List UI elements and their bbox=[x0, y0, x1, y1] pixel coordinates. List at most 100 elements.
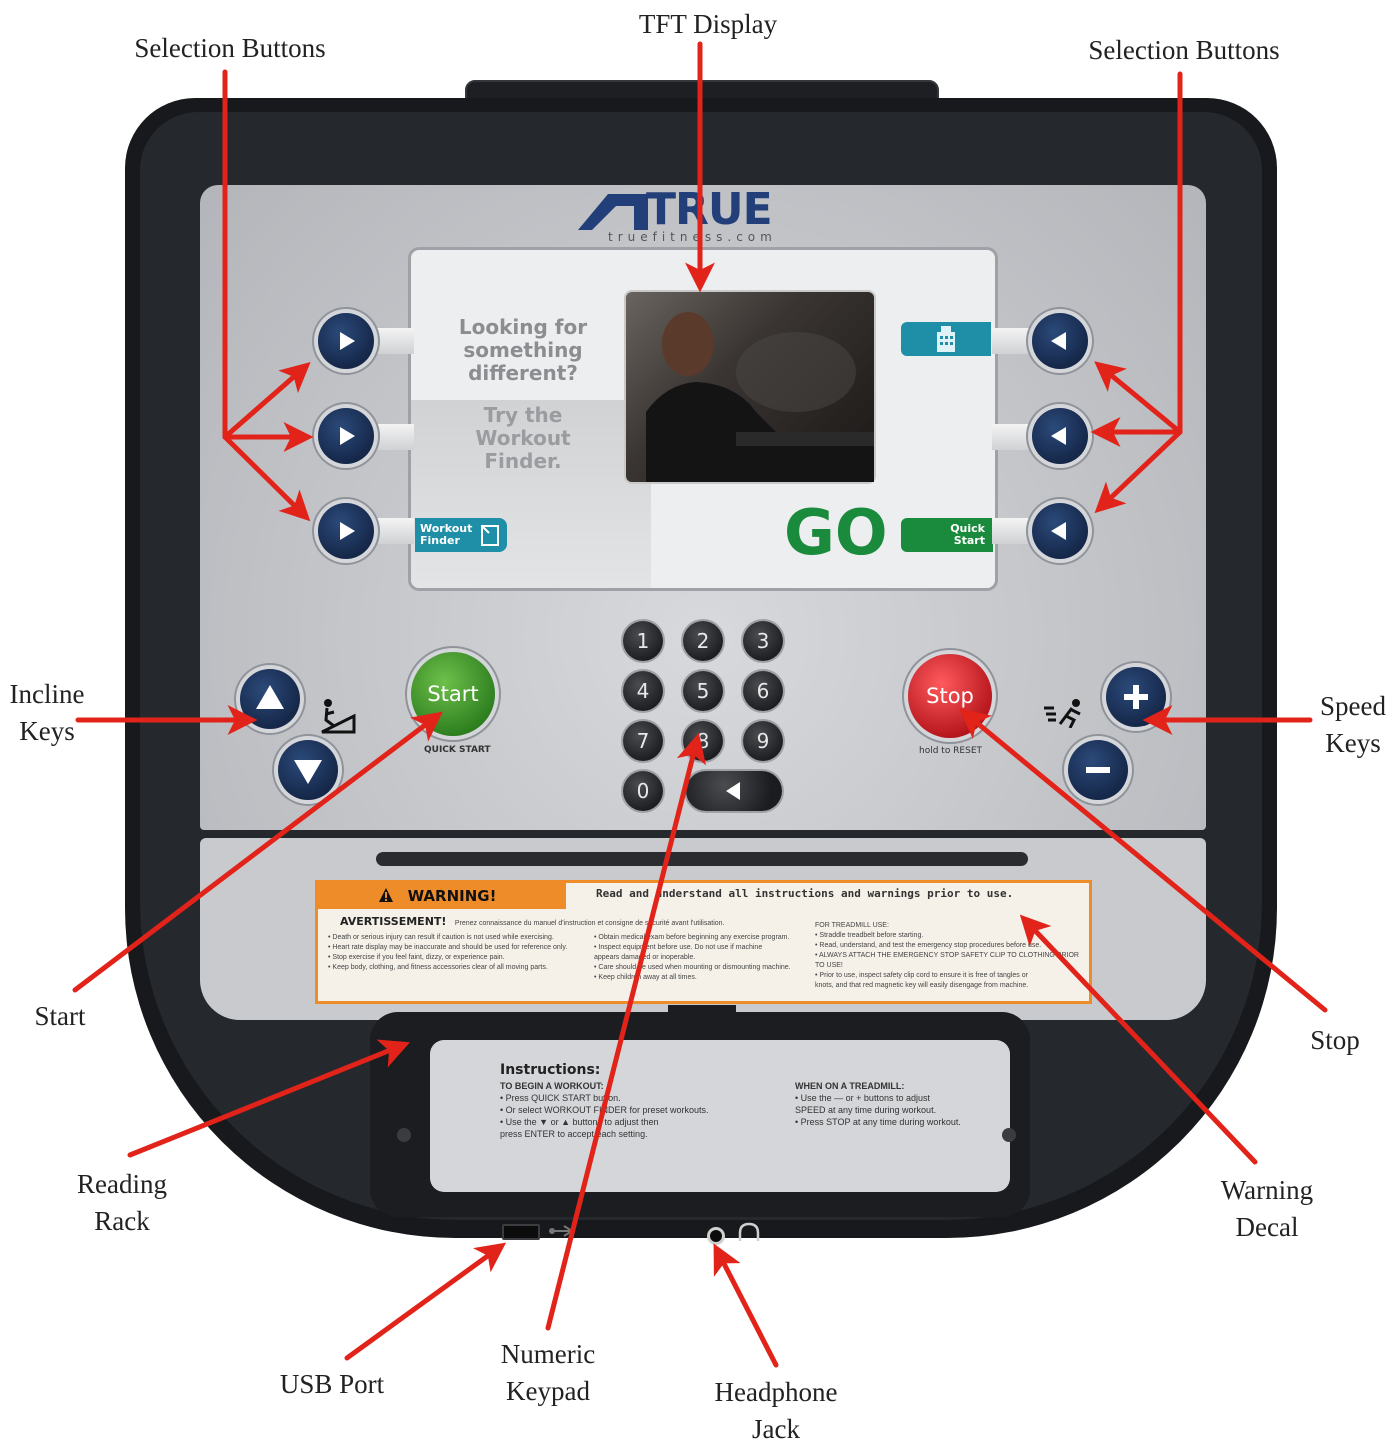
screen-gradient bbox=[411, 400, 651, 588]
warning-item: knots, and that red magnetic key will ea… bbox=[815, 982, 1029, 989]
label-speed-keys-line: Speed bbox=[1320, 691, 1386, 721]
quick-start-tab[interactable]: Quick Start bbox=[901, 518, 993, 552]
stop-caption: hold to RESET bbox=[919, 746, 983, 756]
warning-item: • Keep children away at all times. bbox=[594, 974, 697, 981]
arrow-usb-port bbox=[344, 1242, 507, 1361]
label-speed-keys: Speed Keys bbox=[1305, 688, 1398, 762]
instruction-line: • Press QUICK START button. bbox=[500, 1093, 621, 1103]
plus-icon bbox=[1124, 685, 1148, 709]
instruction-line: • Press STOP at any time during workout. bbox=[795, 1117, 961, 1127]
keypad-key-3[interactable]: 3 bbox=[743, 621, 783, 661]
screen-subline-line: Try the bbox=[483, 403, 563, 427]
keypad-key-7[interactable]: 7 bbox=[623, 721, 663, 761]
selection-button-right-2[interactable] bbox=[1032, 408, 1088, 464]
promo-photo bbox=[624, 290, 876, 484]
warning-item: • Prior to use, inspect safety clip cord… bbox=[815, 972, 1028, 979]
stop-button-label: Stop bbox=[926, 684, 974, 708]
screen-headline-line: different? bbox=[468, 361, 578, 385]
rack-screw-right bbox=[1002, 1128, 1016, 1142]
instruction-line: WHEN ON A TREADMILL: bbox=[795, 1081, 905, 1091]
instructions-card: Instructions: TO BEGIN A WORKOUT: • Pres… bbox=[430, 1040, 1010, 1192]
arrow-stop bbox=[959, 708, 1328, 1013]
usb-port[interactable] bbox=[502, 1224, 540, 1240]
runner-photo-icon bbox=[646, 312, 874, 482]
triangle-up-icon bbox=[256, 685, 284, 709]
keypad-key-9[interactable]: 9 bbox=[743, 721, 783, 761]
warning-heading: WARNING! bbox=[318, 883, 566, 909]
arrow-start bbox=[72, 711, 443, 993]
button-stub bbox=[992, 518, 1034, 544]
play-right-icon bbox=[340, 522, 355, 540]
warning-triangle-icon bbox=[379, 888, 393, 902]
instructions-right: WHEN ON A TREADMILL: • Use the — or + bu… bbox=[795, 1080, 961, 1128]
screen-subline-line: Finder. bbox=[484, 449, 562, 473]
keypad-key-5[interactable]: 5 bbox=[683, 671, 723, 711]
label-headphone-jack-line: Jack bbox=[752, 1414, 800, 1444]
play-left-icon bbox=[1051, 522, 1066, 540]
warning-decal: WARNING! Read and understand all instruc… bbox=[315, 880, 1092, 1004]
label-warning-decal-line: Warning bbox=[1220, 1175, 1314, 1205]
label-selection-buttons-right: Selection Buttons bbox=[1088, 35, 1280, 65]
workout-finder-label: Workout Finder bbox=[420, 523, 472, 547]
keypad-back-key[interactable] bbox=[686, 771, 782, 811]
arrow-selection-right-1 bbox=[1094, 361, 1183, 435]
arrow-warning-decal bbox=[1019, 914, 1258, 1165]
warning-item: • Straddle treadbelt before starting. bbox=[815, 932, 924, 939]
label-usb-port: USB Port bbox=[279, 1369, 385, 1399]
building-icon bbox=[937, 326, 955, 352]
label-warning-decal: Warning Decal bbox=[1205, 1172, 1329, 1246]
brand-url: truefitness.com bbox=[608, 230, 777, 244]
selection-button-right-3[interactable] bbox=[1032, 503, 1088, 559]
triangle-down-icon bbox=[294, 760, 322, 784]
play-left-icon bbox=[1051, 332, 1066, 350]
label-incline-keys-line: Incline bbox=[9, 679, 85, 709]
arrow-reading-rack bbox=[127, 1039, 410, 1158]
minus-icon bbox=[1086, 767, 1110, 773]
label-start: Start bbox=[34, 1001, 86, 1031]
warning-item: appears damaged or inoperable. bbox=[594, 954, 696, 961]
keypad-key-1[interactable]: 1 bbox=[623, 621, 663, 661]
arrow-headphone-jack bbox=[713, 1243, 779, 1368]
play-left-icon bbox=[1051, 427, 1066, 445]
headphone-icon bbox=[738, 1222, 760, 1241]
workout-finder-label-line: Finder bbox=[420, 534, 460, 547]
arrow-numeric-keypad bbox=[545, 732, 707, 1331]
selection-button-left-3[interactable] bbox=[318, 503, 374, 559]
screen-headline: Looking for something different? bbox=[423, 316, 623, 385]
label-reading-rack-line: Reading bbox=[77, 1169, 167, 1199]
soft-tab-top-right[interactable] bbox=[901, 322, 991, 356]
quick-start-label-line: Quick bbox=[950, 522, 985, 535]
workout-finder-label-line: Workout bbox=[420, 522, 473, 535]
quick-start-label-line: Start bbox=[953, 534, 985, 547]
workout-finder-tab[interactable]: Workout Finder bbox=[415, 518, 507, 552]
keypad-key-4[interactable]: 4 bbox=[623, 671, 663, 711]
instruction-line: SPEED at any time during workout. bbox=[795, 1105, 937, 1115]
selection-button-left-2[interactable] bbox=[318, 408, 374, 464]
keypad-key-2[interactable]: 2 bbox=[683, 621, 723, 661]
warning-column-1: • Death or serious injury can result if … bbox=[328, 933, 567, 973]
slot-groove bbox=[376, 852, 1028, 866]
button-stub bbox=[992, 328, 1034, 354]
label-speed-keys-line: Keys bbox=[1325, 728, 1381, 758]
keypad-key-0[interactable]: 0 bbox=[623, 771, 663, 811]
label-numeric-keypad: Numeric Keypad bbox=[486, 1336, 610, 1410]
incline-down-key[interactable] bbox=[278, 740, 338, 800]
label-reading-rack-line: Rack bbox=[94, 1206, 150, 1236]
button-stub bbox=[992, 424, 1034, 450]
play-right-icon bbox=[340, 427, 355, 445]
instruction-line: • Use the ▼ or ▲ buttons to adjust then bbox=[500, 1117, 659, 1127]
keypad-key-6[interactable]: 6 bbox=[743, 671, 783, 711]
label-tft-display: TFT Display bbox=[638, 9, 778, 39]
arrow-selection-left-3 bbox=[222, 434, 311, 522]
screen-subline-line: Workout bbox=[475, 426, 571, 450]
brand-name: TRUE bbox=[646, 184, 773, 235]
selection-button-left-1[interactable] bbox=[318, 313, 374, 369]
speed-down-key[interactable] bbox=[1068, 740, 1128, 800]
label-numeric-keypad-line: Numeric bbox=[500, 1339, 596, 1369]
rack-screw-left bbox=[397, 1128, 411, 1142]
start-button-label: Start bbox=[427, 682, 479, 706]
button-stub bbox=[370, 518, 414, 544]
selection-button-right-1[interactable] bbox=[1032, 313, 1088, 369]
warning-item: • Stop exercise if you feel faint, dizzy… bbox=[328, 954, 505, 961]
start-button[interactable]: Start bbox=[411, 652, 495, 736]
